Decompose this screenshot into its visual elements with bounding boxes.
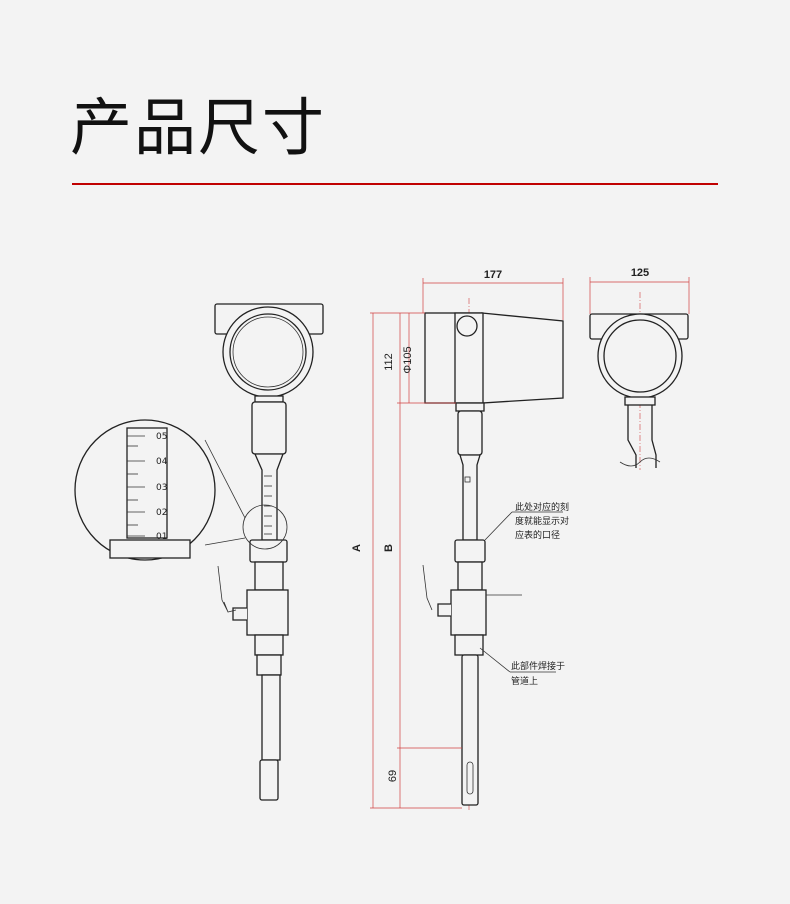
dim-69: 69 [387,770,399,782]
front-view-meter: 05 04 03 02 01 [74,303,324,801]
scale-note-line: 应表的口径 [515,529,560,541]
dim-a: A [351,544,363,552]
dim-177: 177 [484,269,502,281]
title-divider [72,183,718,185]
scale-label: 02 [156,508,167,518]
dim-diameter-105: Φ105 [402,346,414,373]
scale-note-line: 此处对应的刻 [515,501,569,513]
dim-125: 125 [631,267,649,279]
scale-note-line: 度就能显示对 [515,515,569,527]
page-title: 产品尺寸 [70,91,327,164]
weld-note-line: 此部件焊接于 [511,660,565,672]
scale-label: 04 [156,457,168,467]
dim-112: 112 [383,353,395,371]
front-view-head: 125 [589,267,690,470]
scale-label: 01 [156,532,167,542]
scale-label: 05 [156,432,167,442]
weld-note-line: 管道上 [511,675,538,687]
side-view-meter: 177 112 Φ105 A B 69 此处对应的刻 度就能显示对 应表的口径 … [351,269,569,812]
dim-b: B [383,544,395,552]
scale-label: 03 [156,483,167,493]
